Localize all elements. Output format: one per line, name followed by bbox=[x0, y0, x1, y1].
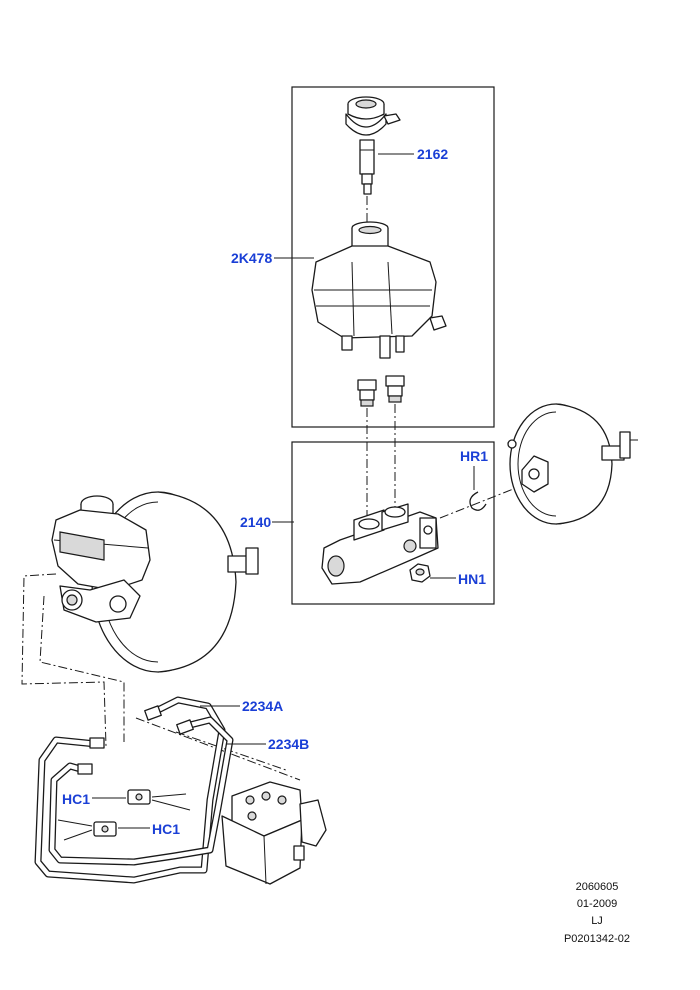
footer-ref-3: LJ bbox=[591, 915, 603, 927]
brake-pipe-a-callout: 2234A bbox=[242, 698, 283, 714]
abs-modulator-part bbox=[221, 781, 327, 885]
fluid-reservoir-callout: 2K478 bbox=[231, 250, 272, 266]
retaining-ring-callout: HR1 bbox=[460, 448, 488, 464]
pipe-clip-lower-part bbox=[93, 821, 117, 837]
retaining-ring-part bbox=[469, 491, 487, 511]
pipe-fitting-upper bbox=[77, 705, 194, 775]
nut-part bbox=[409, 563, 431, 583]
pipe-clip-lower-callout: HC1 bbox=[152, 821, 180, 837]
master-cylinder-part bbox=[321, 503, 439, 585]
footer-ref-4: P0201342-02 bbox=[564, 933, 630, 945]
brake-pipe-2234B bbox=[48, 716, 234, 866]
reservoir-seal-left bbox=[357, 379, 377, 407]
fluid-reservoir-part bbox=[311, 221, 447, 359]
reservoir-cap-part bbox=[345, 96, 401, 195]
brake-booster-assembly-part bbox=[91, 491, 259, 673]
pipe-clip-upper-callout: HC1 bbox=[62, 791, 90, 807]
footer-ref-1: 2060605 bbox=[576, 881, 619, 893]
reservoir-cap-callout: 2162 bbox=[417, 146, 448, 162]
reservoir-seal-right bbox=[385, 375, 405, 403]
master-cylinder-callout: 2140 bbox=[240, 514, 271, 530]
brake-booster-detail-part bbox=[507, 403, 638, 525]
master-cylinder-detail-frame bbox=[291, 441, 495, 605]
pipe-clip-upper-part bbox=[127, 789, 151, 805]
reservoir-assembly-part bbox=[51, 495, 151, 623]
nut-callout: HN1 bbox=[458, 571, 486, 587]
footer-ref-2: 01-2009 bbox=[577, 898, 617, 910]
reservoir-detail-frame bbox=[291, 86, 495, 428]
brake-pipe-b-callout: 2234B bbox=[268, 736, 309, 752]
